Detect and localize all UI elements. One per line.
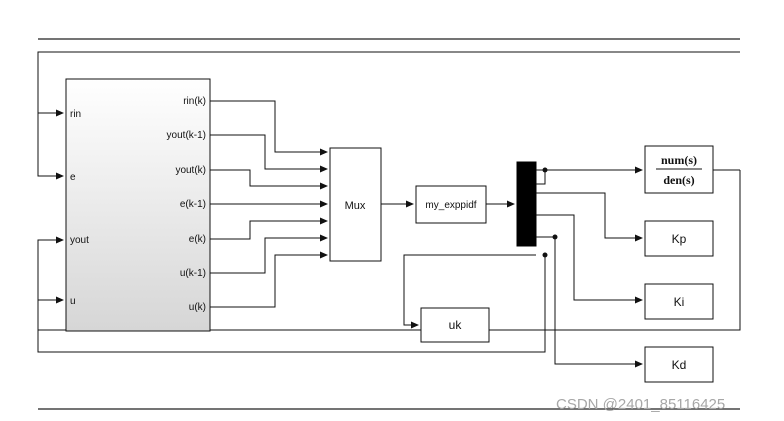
kp-scope-block[interactable] <box>644 220 714 257</box>
output-label-e-k-1: e(k-1) <box>180 199 206 210</box>
branch-dot-tf <box>542 167 548 173</box>
output-label-rin-k: rin(k) <box>183 96 206 107</box>
input-label-e: e <box>70 172 76 183</box>
subsystem-output-labels: rin(k) yout(k-1) yout(k) e(k-1) e(k) u(k… <box>167 96 206 313</box>
output-label-yout-k: yout(k) <box>175 165 206 176</box>
output-label-u-k: u(k) <box>189 302 206 313</box>
mux-block[interactable] <box>329 147 382 262</box>
mux-input-wires <box>210 100 328 308</box>
uk-scope-block[interactable] <box>420 307 490 343</box>
branch-dot-kd <box>552 234 558 240</box>
demux-output-wires <box>403 166 740 368</box>
tf-numerator: num(s) <box>661 153 697 167</box>
ki-scope-block[interactable] <box>644 283 714 320</box>
fcn-label: my_exppidf <box>425 200 476 211</box>
kd-label: Kd <box>672 358 687 372</box>
output-label-yout-k-1: yout(k-1) <box>167 130 206 141</box>
tf-denominator: den(s) <box>663 173 694 187</box>
subsystem-input-labels: rin e yout u <box>70 109 89 307</box>
kp-label: Kp <box>672 232 687 246</box>
mux-label: Mux <box>345 200 366 212</box>
input-label-rin: rin <box>70 109 81 120</box>
kd-scope-block[interactable] <box>644 346 714 383</box>
demux-bar[interactable] <box>516 161 537 247</box>
ki-label: Ki <box>674 295 685 309</box>
input-label-yout: yout <box>70 235 89 246</box>
uk-label: uk <box>449 318 463 332</box>
output-label-e-k: e(k) <box>189 234 206 245</box>
watermark-text: CSDN @2401_85116425 <box>556 396 725 413</box>
subsystem-block[interactable] <box>65 78 211 332</box>
output-label-u-k-1: u(k-1) <box>180 268 206 279</box>
branch-dot-uk <box>542 252 548 258</box>
input-label-u: u <box>70 296 76 307</box>
